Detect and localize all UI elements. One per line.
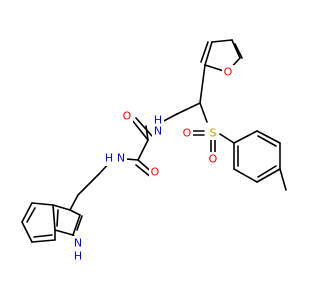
bond (76, 215, 83, 231)
sulfonyl-oxygen-left-label: O (183, 127, 192, 140)
bond (145, 125, 149, 141)
label-backdrop (207, 152, 219, 166)
bond (52, 204, 56, 231)
bond (199, 102, 208, 123)
structure-diagram: O O S O O H N O H N N H (21, 39, 287, 263)
bond (131, 119, 149, 141)
bond (257, 165, 277, 178)
bond (204, 41, 213, 66)
bond (26, 207, 36, 223)
furan-oxygen-label: O (224, 66, 233, 79)
label-backdrop (181, 126, 193, 140)
bond (257, 135, 277, 147)
bond (21, 221, 33, 243)
label-backdrop (207, 126, 219, 140)
indole-hydrogen-label: H (74, 250, 82, 263)
bond (231, 39, 241, 59)
bond (56, 209, 59, 227)
label-backdrop (149, 165, 161, 179)
bond (234, 43, 243, 59)
bond (31, 202, 54, 206)
bonds (21, 39, 287, 243)
amide-oxygen-top-label: O (123, 110, 132, 123)
amide-hydrogen-right-label: H (154, 114, 162, 127)
bond (233, 168, 258, 183)
bond (279, 168, 287, 191)
amide-nitrogen-right-label: N (154, 125, 162, 138)
bond (233, 130, 258, 144)
label-backdrop (121, 109, 133, 123)
label-backdrop (72, 236, 84, 262)
bond (77, 173, 100, 196)
bond (33, 234, 53, 238)
bond (176, 102, 201, 115)
bond (54, 229, 74, 236)
bond (31, 239, 56, 243)
sulfur-label: S (210, 127, 217, 140)
indole-nitrogen-label: N (74, 237, 82, 250)
label-backdrop (152, 115, 164, 139)
bond (137, 139, 149, 161)
amide-hydrogen-left-label: H (105, 152, 113, 165)
bond (256, 168, 281, 183)
amide-nitrogen-left-label: N (117, 152, 125, 165)
molecule-canvas: O O S O O H N O H N N H (21, 39, 287, 263)
amide-oxygen-bottom-label: O (151, 166, 160, 179)
bond (52, 204, 71, 211)
bond (135, 117, 153, 137)
bond (219, 133, 235, 144)
bond (211, 39, 233, 43)
bond (21, 202, 33, 223)
bond (125, 158, 139, 161)
atom-labels: O O S O O H N O H N N H (72, 65, 234, 263)
bond (256, 130, 281, 144)
sulfonyl-oxygen-bottom-label: O (209, 153, 218, 166)
bond (199, 64, 206, 104)
bond (200, 41, 209, 63)
label-backdrop (222, 65, 234, 79)
bond (72, 214, 81, 236)
bond (69, 209, 81, 216)
label-backdrop (103, 150, 127, 166)
bond (69, 194, 79, 211)
